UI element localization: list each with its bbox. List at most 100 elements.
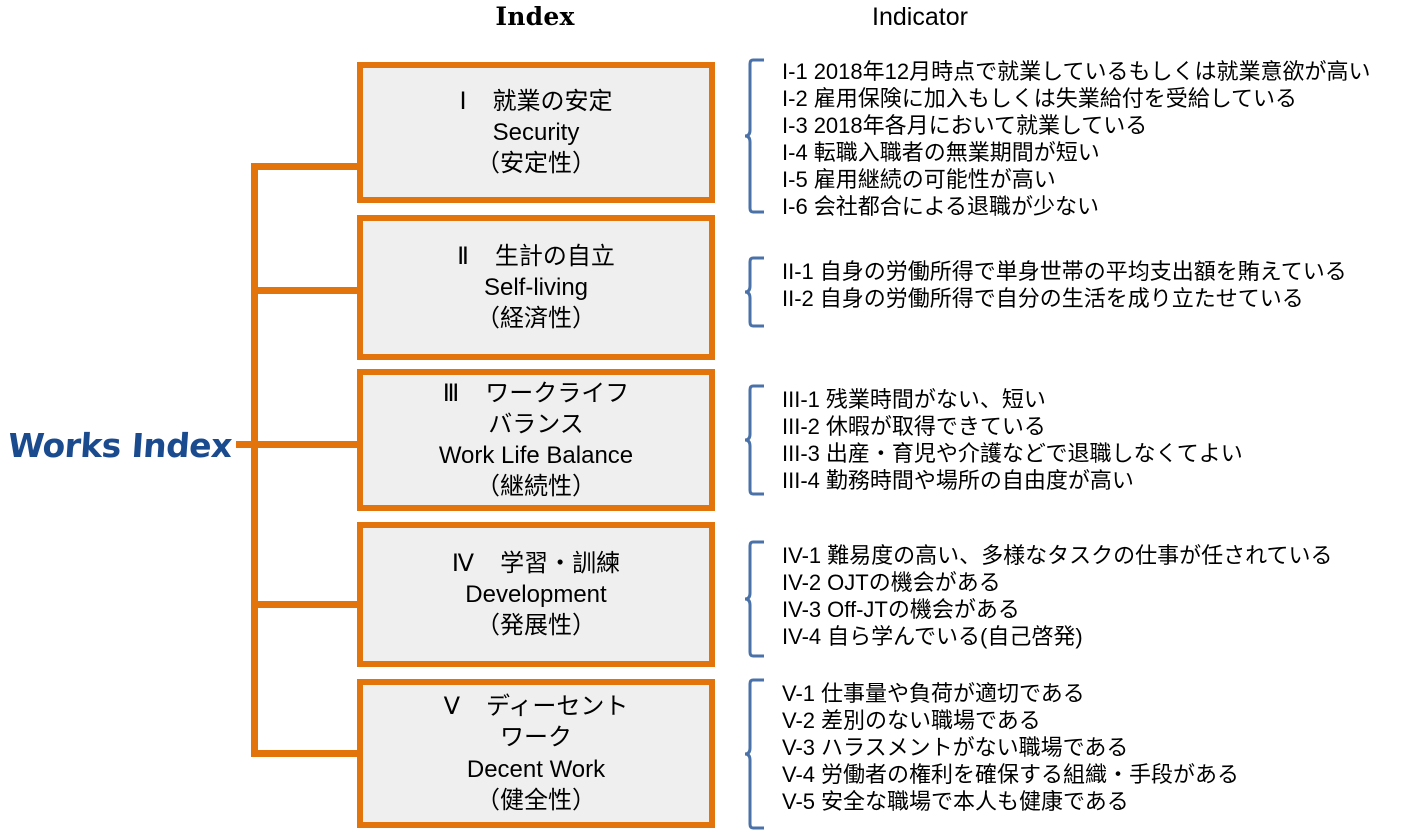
indicator-code: I-5 — [782, 167, 808, 192]
index-box-title-en: Security — [492, 118, 580, 146]
indicator-text: 労働者の権利を確保する組織・手段がある — [821, 762, 1240, 787]
indicator-code: I-2 — [782, 86, 808, 111]
connector-branch-1 — [251, 163, 359, 170]
indicator-code: III-1 — [782, 387, 820, 412]
index-box-jp-label: 就業の安定 — [492, 87, 613, 115]
index-box-title-en: Decent Work — [466, 755, 606, 783]
indicator-text: 差別のない職場である — [821, 708, 1041, 733]
index-box-title-en: Work Life Balance — [438, 442, 634, 469]
bracket-icon — [744, 540, 766, 658]
indicator-code: II-1 — [782, 259, 814, 284]
indicator-code: V-3 — [782, 735, 816, 760]
index-box-numeral: Ⅴ — [443, 693, 461, 721]
indicator-code: IV-3 — [782, 597, 822, 622]
index-box-self-living[interactable]: Ⅱ 生計の自立 Self-living （経済性） — [357, 215, 715, 360]
indicator-text: 雇用継続の可能性が高い — [813, 167, 1056, 192]
index-box-numeral: Ⅳ — [451, 549, 475, 577]
indicator-code: III-2 — [782, 414, 820, 439]
indicator-code: I-1 — [782, 59, 808, 84]
index-box-title-jp-2: バランス — [488, 410, 584, 438]
bracket-icon — [744, 58, 766, 214]
connector-branch-2 — [251, 287, 359, 294]
bracket-icon — [744, 678, 766, 830]
index-box-title-en: Self-living — [483, 273, 589, 301]
connector-branch-5 — [251, 750, 359, 757]
bracket-group-4 — [744, 540, 766, 658]
indicator-text: 残業時間がない、短い — [825, 387, 1046, 412]
indicator-text: 雇用保険に加入もしくは失業給付を受給している — [813, 86, 1298, 111]
index-box-subtitle: （経済性） — [476, 305, 596, 333]
indicator-code: IV-1 — [782, 543, 822, 568]
connector-branch-4 — [251, 601, 359, 608]
index-box-jp-label: 学習・訓練 — [500, 549, 621, 577]
index-box-title-jp: Ⅱ 生計の自立 — [457, 241, 615, 272]
works-index-logo: Works Index — [6, 424, 240, 468]
index-box-jp-label: ワークライフ — [485, 379, 630, 407]
indicator-text: 2018年各月において就業している — [813, 113, 1148, 138]
indicator-code: III-3 — [782, 441, 820, 466]
indicator-text: 休暇が取得できている — [825, 414, 1046, 439]
bracket-group-5 — [744, 678, 766, 830]
bracket-icon — [744, 384, 766, 496]
indicator-text: OJTの機会がある — [827, 570, 1001, 595]
indicator-code: I-6 — [782, 194, 808, 219]
index-box-title-jp-2: ワーク — [500, 724, 572, 752]
indicator-text: 仕事量や負荷が適切である — [821, 681, 1085, 706]
bracket-group-1 — [744, 58, 766, 214]
indicator-text: 出産・育児や介護などで退職しなくてよい — [825, 441, 1243, 466]
bracket-group-3 — [744, 384, 766, 496]
column-header-index: Index — [495, 2, 575, 31]
indicator-code: I-3 — [782, 113, 808, 138]
index-box-jp-label: 生計の自立 — [494, 242, 615, 270]
index-box-title-jp: Ⅴ ディーセント — [444, 691, 629, 722]
index-box-title-en: Development — [465, 580, 607, 608]
indicator-text: ハラスメントがない職場である — [821, 735, 1129, 760]
indicator-code: IV-2 — [782, 570, 822, 595]
indicator-code: II-2 — [782, 286, 814, 311]
bracket-group-2 — [744, 256, 766, 328]
index-box-numeral: Ⅱ — [457, 242, 469, 270]
index-box-title-jp: Ⅳ 学習・訓練 — [452, 548, 620, 579]
indicator-text: 自身の労働所得で単身世帯の平均支出額を賄えている — [819, 259, 1347, 284]
index-box-decent-work[interactable]: Ⅴ ディーセント ワーク Decent Work （健全性） — [357, 679, 715, 828]
indicator-text: 自ら学んでいる(自己啓発) — [827, 624, 1083, 649]
index-box-subtitle: （継続性） — [476, 473, 596, 501]
index-box-subtitle: （安定性） — [476, 150, 596, 178]
indicator-code: III-4 — [782, 468, 820, 493]
indicator-code: V-5 — [782, 789, 816, 814]
logo-text: Works Index — [6, 426, 234, 465]
bracket-icon — [744, 256, 766, 328]
index-box-subtitle: （健全性） — [476, 786, 596, 814]
indicator-code: V-1 — [782, 681, 816, 706]
indicator-code: V-4 — [782, 762, 816, 787]
indicator-text: 会社都合による退職が少ない — [813, 194, 1100, 219]
index-box-jp-label: ディーセント — [486, 693, 629, 721]
